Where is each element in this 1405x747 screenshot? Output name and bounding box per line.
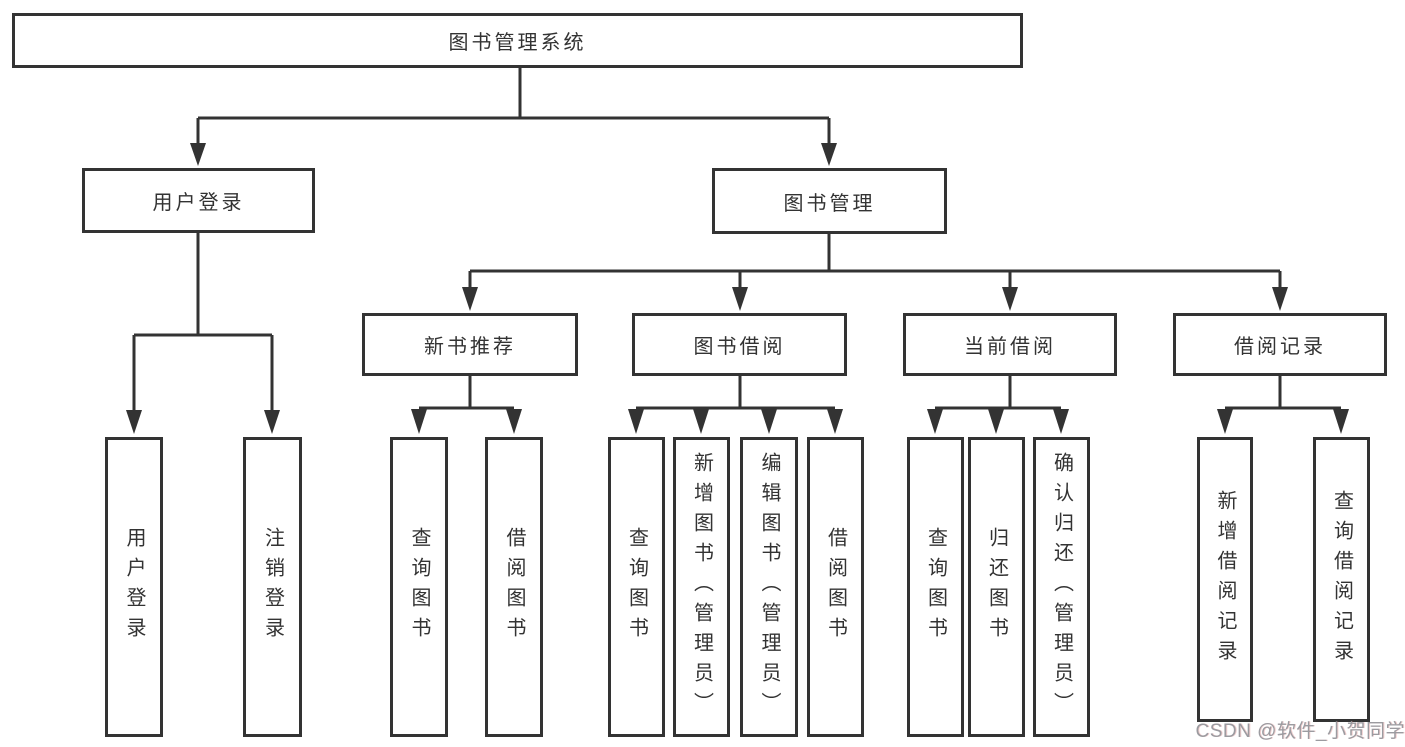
node-library-system: 图书管理系统 (12, 13, 1023, 68)
node-label: 图书管理系统 (448, 32, 587, 54)
node-label: 注销登录 (261, 527, 284, 647)
node-book-borrow: 图书借阅 (632, 313, 847, 376)
node-label: 新增借阅记录 (1214, 489, 1236, 670)
node-user-login: 用户登录 (82, 168, 315, 233)
node-label: 查询图书 (924, 527, 947, 647)
node-label: 用户登录 (123, 527, 145, 647)
leaf-query-books-recommend: 查询图书 (390, 437, 448, 737)
leaf-add-borrow-record: 新增借阅记录 (1197, 437, 1253, 722)
leaf-return-books: 归还图书 (968, 437, 1025, 737)
node-label: 图书管理 (783, 192, 876, 215)
leaf-query-books-current: 查询图书 (907, 437, 964, 737)
node-label: 新增图书（管理员） (690, 452, 713, 722)
leaf-user-login: 用户登录 (105, 437, 163, 737)
node-label: 归还图书 (985, 527, 1008, 647)
node-label: 新书推荐 (424, 336, 516, 358)
node-label: 当前借阅 (964, 336, 1056, 358)
node-current-borrow: 当前借阅 (903, 313, 1117, 376)
node-label: 借阅记录 (1234, 336, 1326, 358)
node-label: 确认归还（管理员） (1050, 452, 1073, 722)
node-book-management: 图书管理 (712, 168, 947, 234)
leaf-query-books-borrow: 查询图书 (608, 437, 665, 737)
node-new-book-recommend: 新书推荐 (362, 313, 578, 376)
leaf-add-books-admin: 新增图书（管理员） (673, 437, 730, 737)
leaf-query-borrow-record: 查询借阅记录 (1313, 437, 1370, 722)
node-label: 编辑图书（管理员） (758, 452, 780, 722)
node-label: 图书借阅 (693, 336, 786, 358)
node-label: 借阅图书 (824, 527, 847, 647)
node-label: 借阅图书 (503, 527, 525, 647)
csdn-watermark: CSDN @软件_小贺同学 (1195, 721, 1405, 742)
node-borrow-records: 借阅记录 (1173, 313, 1387, 376)
leaf-confirm-return-admin: 确认归还（管理员） (1033, 437, 1090, 737)
leaf-logout: 注销登录 (243, 437, 302, 737)
node-label: 查询借阅记录 (1330, 489, 1353, 670)
node-label: 用户登录 (152, 192, 245, 214)
leaf-edit-books-admin: 编辑图书（管理员） (740, 437, 798, 737)
node-label: 查询图书 (625, 527, 648, 647)
leaf-borrow-books: 借阅图书 (807, 437, 864, 737)
node-label: 查询图书 (408, 527, 430, 647)
leaf-borrow-books-recommend: 借阅图书 (485, 437, 543, 737)
